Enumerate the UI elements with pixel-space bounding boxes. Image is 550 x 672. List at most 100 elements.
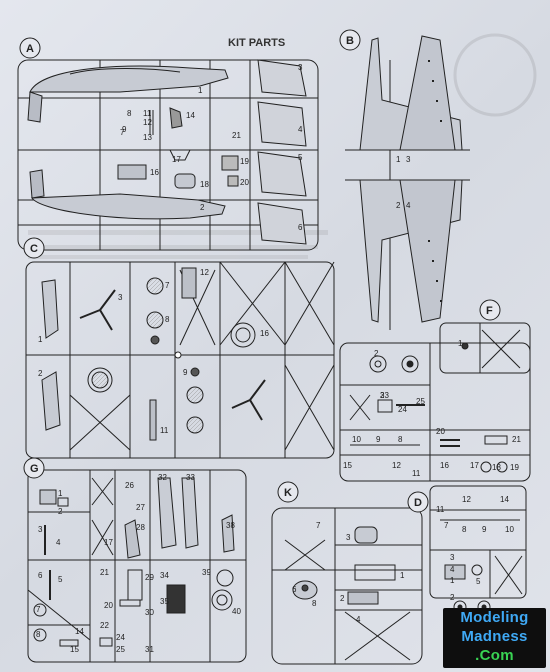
part-label: 9 [482,525,487,534]
part-label: 21 [100,568,109,577]
part-label: 6 [298,223,303,232]
part-labels-k: 1 2 3 4 6 7 8 [292,521,405,624]
part-label: 23 [380,391,389,400]
sprue-a [17,59,319,251]
part-label: 34 [160,571,169,580]
part-label: 40 [232,607,241,616]
part-label: 2 [38,369,43,378]
part-label: 28 [136,523,145,532]
part-label: 9 [122,125,127,134]
part-label: 2 [200,203,205,212]
part-label: 8 [127,109,132,118]
part-label: 20 [240,178,249,187]
part-label: 8 [36,630,41,639]
logo-line-2: Madness [461,628,528,645]
part-label: 13 [143,133,152,142]
part-label: 8 [398,435,403,444]
part-label: 2 [374,349,379,358]
part-label: 4 [406,201,411,210]
part-label: 14 [75,627,84,636]
sprue-a-letter: A [26,43,34,55]
part-label: 15 [343,461,352,470]
part-label: 1 [458,339,463,348]
part-label: 12 [143,118,152,127]
part-label: 2 [450,593,455,602]
part-label: 26 [125,481,134,490]
sprue-b-letter: B [346,35,354,47]
logo-line-3: .Com [475,647,514,664]
sprue-b-marker [339,29,361,51]
part-labels-a: 1 2 3 4 5 6 7 8 9 11 12 13 14 16 17 18 1… [120,63,303,232]
part-label: 22 [100,621,109,630]
background-print [28,33,537,259]
part-label: 1 [450,576,455,585]
part-label: 3 [118,293,123,302]
part-label: 18 [200,180,209,189]
sprue-c-letter: C [30,243,38,255]
part-label: 11 [412,469,421,478]
part-label: 19 [510,463,519,472]
part-label: 6 [292,585,297,594]
part-label: 4 [356,615,361,624]
part-labels-e: 2 3 8 9 10 11 12 15 16 17 18 19 20 21 23… [343,349,521,478]
part-label: 39 [202,568,211,577]
part-labels-d: 1 2 3 4 5 7 8 9 10 11 12 14 [436,495,514,602]
part-label: 16 [440,461,449,470]
part-label: 21 [512,435,521,444]
part-label: 10 [352,435,361,444]
part-labels-f: 1 [458,339,463,348]
sprue-f-marker [479,299,501,321]
part-label: 10 [505,525,514,534]
part-label: 35 [160,597,169,606]
sprue-a-marker [19,37,41,59]
part-label: 31 [145,645,154,654]
part-label: 30 [145,608,154,617]
part-label: 4 [298,125,303,134]
sprue-f-letter: F [486,305,493,317]
part-label: 6 [38,571,43,580]
part-label: 25 [116,645,125,654]
part-label: 2 [396,201,401,210]
part-label: 7 [120,128,125,137]
part-label: 9 [183,368,188,377]
part-label: 25 [416,397,425,406]
part-label: 17 [172,155,181,164]
part-label: 16 [150,168,159,177]
part-labels-c: 1 2 3 7 8 9 11 12 16 [38,268,269,435]
sprue-k-letter: K [284,487,292,499]
part-label: 19 [240,157,249,166]
part-label: 8 [312,599,317,608]
part-label: 5 [298,153,303,162]
part-label: 20 [104,601,113,610]
part-label: 1 [58,489,63,498]
part-label: 20 [436,427,445,436]
part-label: 29 [145,573,154,582]
part-label: 32 [158,473,167,482]
part-label: 3 [450,553,455,562]
part-label: 17 [104,538,113,547]
part-label: 11 [160,426,169,435]
part-label: 24 [116,633,125,642]
part-labels-g: 1 2 3 4 5 6 7 8 14 15 17 20 21 22 24 25 … [36,473,241,654]
part-label: 18 [492,463,501,472]
part-label: 16 [260,329,269,338]
part-label: 38 [226,521,235,530]
sprue-d-letter: D [414,497,422,509]
kit-parts-title: KIT PARTS [228,37,285,49]
part-label: 7 [444,521,449,530]
part-label: 11 [436,505,445,514]
logo-line-1: Modeling [460,609,529,626]
modelingmadness-logo: Modeling Madness .Com [443,608,546,668]
part-label: 1 [198,86,203,95]
part-label: 9 [376,435,381,444]
sprue-d [429,485,527,614]
part-label: 7 [165,281,170,290]
sprue-c [25,261,335,459]
sprue-k [271,507,423,665]
sprue-f [439,322,531,374]
sprue-c-marker [23,237,45,259]
part-label: 12 [200,268,209,277]
part-label: 33 [186,473,195,482]
